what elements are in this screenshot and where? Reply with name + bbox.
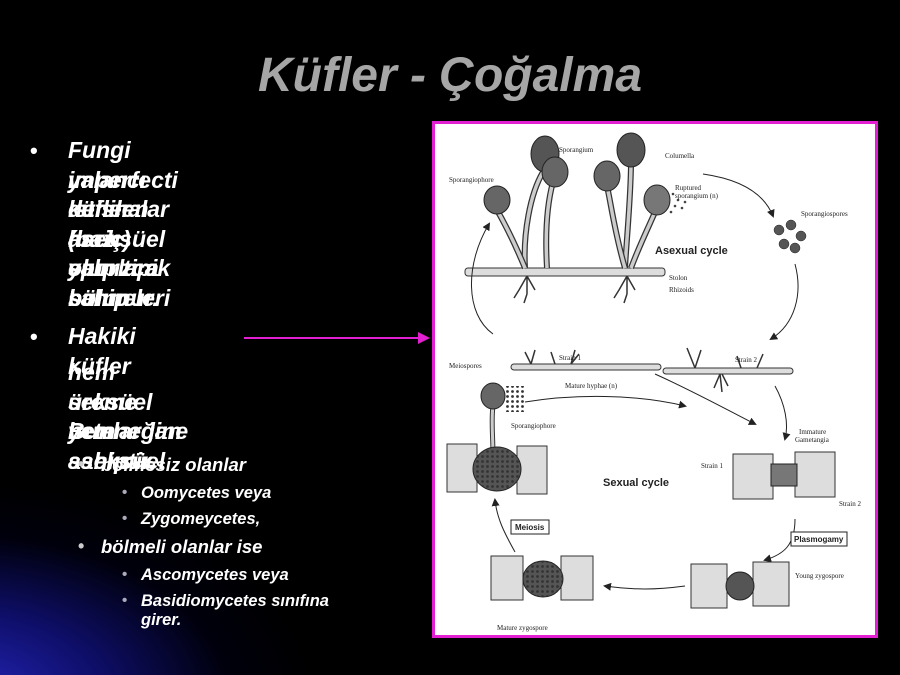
sub-sub-bullet-text: Zygomeycetes, xyxy=(141,510,261,528)
sub-sub-bullet-text: Basidiomycetes sınıfına xyxy=(141,592,329,610)
sub-sub-bullet-dot-icon: • xyxy=(122,566,128,583)
bullet-dot-icon: • xyxy=(30,324,38,349)
label-sporangiospores: Sporangiospores xyxy=(801,210,848,218)
bullet-line: yalancı küfler (bazı xyxy=(68,166,146,252)
sub-bullet-dot-icon: • xyxy=(78,536,85,556)
bullet-line: aseksüel sporlara sahip xyxy=(68,225,166,311)
meiosis-label: Meiosis xyxy=(515,523,545,532)
sub-sub-bullet-dot-icon: • xyxy=(122,484,128,501)
label-young-zygospore: Young zygospore xyxy=(795,572,844,580)
plasmogamy-box xyxy=(790,531,848,547)
sub-bullet-dot-icon: • xyxy=(78,454,85,474)
bullet-line: bulunur. xyxy=(68,284,159,311)
zygospore-drawings xyxy=(446,443,836,609)
sub-bullet-text: bölmeli olanlar ise xyxy=(101,536,263,557)
label-rhizoids: Rhizoids xyxy=(669,286,694,294)
label-sporangiophore: Sporangiophore xyxy=(449,176,494,184)
asexual-cycle-label: Asexual cycle xyxy=(655,245,728,257)
bullet-line: üreme yeteneğine sahiptir. xyxy=(68,388,189,474)
label-strain-2b: Strain 2 xyxy=(839,500,861,508)
bullet-line: Bunlardan xyxy=(68,418,182,444)
label-gametangia: Gametangia xyxy=(795,436,830,444)
label-mature-hyphae: Mature hyphae (n) xyxy=(565,382,618,390)
sub-bullet-text: bölmesiz olanlar xyxy=(101,454,246,475)
sub-sub-bullet-text: Ascomycetes veya xyxy=(141,566,289,584)
plasmogamy-label: Plasmogamy xyxy=(794,535,844,544)
mature-hyphae-drawing xyxy=(510,347,794,393)
label-sporangium-n: sporangium (n) xyxy=(675,192,719,200)
slide-title: Küfler - Çoğalma xyxy=(257,49,643,102)
bullet-line: hem seksüel hem aseksüel xyxy=(68,359,166,474)
label-columella: Columella xyxy=(665,152,695,160)
label-strain-1b: Strain 1 xyxy=(701,462,723,470)
label-mature-zygospore: Mature zygospore xyxy=(497,624,548,632)
label-sporangiophore-2: Sporangiophore xyxy=(511,422,556,430)
sub-sub-bullet-text: Oomycetes veya xyxy=(141,484,272,502)
label-ruptured: Ruptured xyxy=(675,184,702,192)
label-sporangium: Sporangium xyxy=(559,146,594,154)
bullet-dot-icon: • xyxy=(30,138,38,163)
rhizopus-life-cycle-diagram: Asexual cycle Sexual cycle Meiosis Plasm… xyxy=(446,132,861,632)
label-meiospores: Meiospores xyxy=(449,362,482,370)
label-strain-1: Strain 1 xyxy=(559,354,581,362)
sub-sub-bullet-dot-icon: • xyxy=(122,510,128,527)
sexual-cycle-label: Sexual cycle xyxy=(603,477,669,489)
sub-sub-bullet-dot-icon: • xyxy=(122,592,128,609)
meiosis-box xyxy=(510,519,550,535)
pointer-arrow-icon xyxy=(244,332,430,344)
bullet-line: Fungi imperfecti denilen xyxy=(68,137,178,222)
asexual-stage-drawing xyxy=(464,132,807,304)
bullet-line: istisnalar hariç) yalnızca xyxy=(68,196,169,281)
label-stolon: Stolon xyxy=(669,274,688,282)
label-immature: Immature xyxy=(799,428,826,436)
sub-sub-bullet-text: girer. xyxy=(141,611,182,629)
meiospore-drawing xyxy=(480,382,525,457)
label-strain-2: Strain 2 xyxy=(735,356,757,364)
bullet-line: olup tipik bölmeleri xyxy=(68,255,171,311)
bullet-heading: Hakiki küfler xyxy=(68,323,136,379)
life-cycle-figure: Asexual cycle Sexual cycle Meiosis Plasm… xyxy=(432,121,878,638)
